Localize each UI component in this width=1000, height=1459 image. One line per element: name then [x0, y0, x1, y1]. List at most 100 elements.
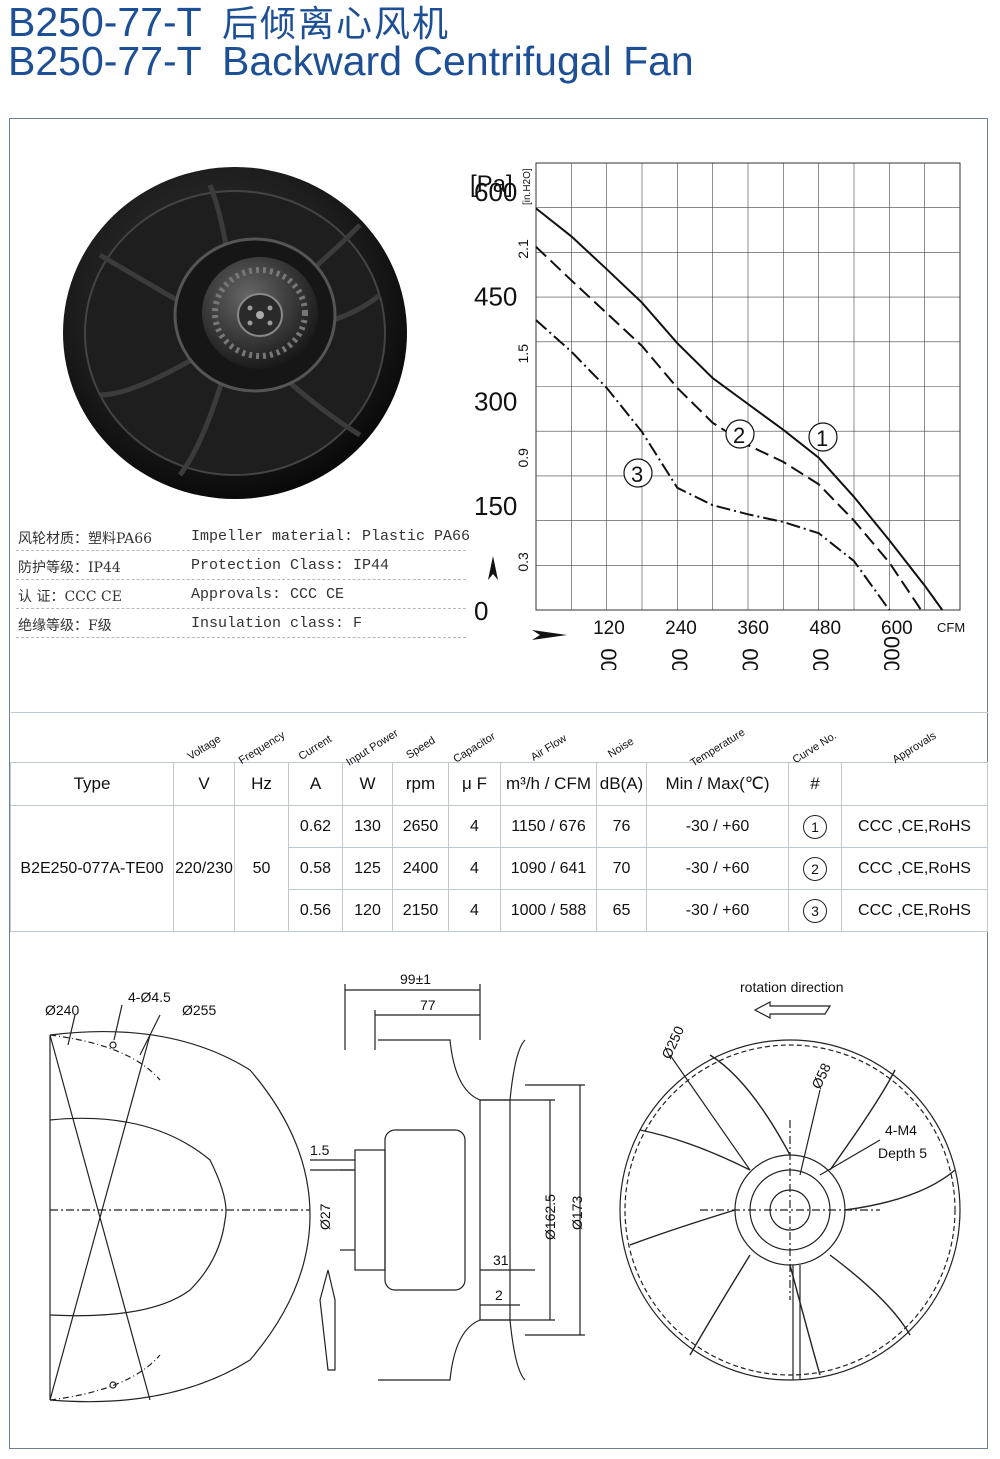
approvals-cell: CCC ,CE,RoHS — [841, 805, 988, 848]
technical-drawings: Ø240 4-Ø4.5 Ø255 99±1 77 1.5 Ø27 Ø162.5 … — [45, 971, 961, 1403]
y-tick-label: 150 — [474, 491, 517, 521]
flow-cell: 1090 / 641 — [500, 847, 597, 890]
y-tick-label: 0 — [474, 596, 488, 626]
speed-cell: 2650 — [392, 805, 449, 848]
header-temperature: Temperature — [646, 712, 789, 769]
dim-d27: Ø27 — [317, 1203, 333, 1230]
y2-axis-label: [in.H2O] — [522, 168, 533, 205]
y2-tick-label: 1.5 — [515, 344, 531, 364]
unit-frequency: Hz — [234, 762, 289, 806]
x-tick-m3h: 400 — [667, 648, 692, 670]
rotated-header-row: Voltage Frequency Current Input Power Sp… — [10, 712, 988, 769]
dim-m4: 4-M4 — [885, 1122, 917, 1138]
dim-depth: Depth 5 — [878, 1145, 927, 1161]
unit-air-flow: m³/h / CFM — [500, 762, 597, 806]
noise-cell: 70 — [596, 847, 647, 890]
dim-w99: 99±1 — [400, 971, 431, 987]
performance-chart: 6004503001500[Pa]2.11.50.90.3[in.H2O]120… — [470, 162, 965, 670]
unit-speed: rpm — [392, 762, 449, 806]
x-axis-arrow — [532, 630, 567, 640]
series-line-3 — [535, 319, 891, 611]
curve-cell: 2 — [788, 847, 842, 890]
temp-cell: -30 / +60 — [646, 889, 789, 932]
frequency-cell: 50 — [234, 805, 289, 932]
dim-t15: 1.5 — [310, 1142, 330, 1158]
x-tick-m3h: 1000 — [879, 636, 904, 670]
model-code-en: B250-77-T — [8, 38, 202, 84]
y-axis-label: [Pa] — [470, 171, 513, 198]
curve-label-3: 3 — [631, 462, 643, 487]
approvals-cell: CCC ,CE,RoHS — [841, 889, 988, 932]
front-view-drawing — [619, 1001, 961, 1381]
temp-cell: -30 / +60 — [646, 847, 789, 890]
model-code: B250-77-T — [8, 0, 202, 45]
curve-badge: 2 — [803, 856, 827, 881]
unit-temperature: Min / Max(℃) — [646, 762, 789, 806]
spec-row-approvals: 认 证：CCC CE Approvals: CCC CE — [16, 580, 466, 609]
header-spacer — [10, 712, 174, 763]
curve-label-2: 2 — [733, 423, 745, 448]
dim-w2: 2 — [495, 1287, 503, 1303]
noise-cell: 65 — [596, 889, 647, 932]
speed-cell: 2150 — [392, 889, 449, 932]
side-view-labels: 99±1 77 1.5 Ø27 Ø162.5 Ø173 31 2 — [310, 971, 585, 1303]
curve-label-circle — [725, 419, 755, 449]
spec-en: Insulation class: F — [191, 615, 363, 632]
table-row: B2E250-077A-TE00 220/230 50 0.62 130 265… — [10, 805, 988, 932]
header-air-flow: Air Flow — [500, 712, 597, 764]
curve-cell: 3 — [788, 889, 842, 932]
spec-table: Voltage Frequency Current Input Power Sp… — [10, 712, 988, 932]
curve-badge: 3 — [803, 898, 827, 923]
y-axis-arrow — [488, 556, 498, 580]
y2-tick-label: 0.3 — [515, 552, 531, 572]
spec-row-insulation: 绝缘等级：F级 Insulation class: F — [16, 609, 466, 638]
spec-row-protection: 防护等级：IP44 Protection Class: IP44 — [16, 551, 466, 580]
flange-drawing — [49, 1004, 311, 1403]
x-axis-cfm-label: CFM — [937, 620, 965, 635]
unit-approvals — [841, 762, 988, 806]
y2-tick-label: 0.9 — [515, 448, 531, 468]
unit-voltage: V — [173, 762, 235, 806]
chart-labels-group: 6004503001500[Pa]2.11.50.90.3[in.H2O]120… — [470, 168, 965, 670]
header-approvals: Approvals — [841, 712, 988, 766]
unit-type: Type — [10, 762, 174, 806]
dim-d240: Ø240 — [45, 1002, 79, 1018]
capacitor-cell: 4 — [448, 847, 501, 890]
curve-label-circle — [808, 422, 838, 452]
flow-cell: 1000 / 588 — [500, 889, 597, 932]
dim-d58: Ø58 — [808, 1060, 834, 1091]
flange-labels: Ø240 4-Ø4.5 Ø255 — [45, 989, 216, 1018]
unit-curve: # — [788, 762, 842, 806]
y-tick-label: 600 — [474, 177, 517, 207]
x-tick-cfm: 600 — [881, 618, 913, 639]
spec-en: Impeller material: Plastic PA66 — [191, 528, 471, 545]
capacitor-cell: 4 — [448, 805, 501, 848]
series-line-1 — [535, 207, 944, 611]
dim-w31: 31 — [493, 1252, 509, 1268]
temp-cell: -30 / +60 — [646, 805, 789, 848]
header-current: Current — [288, 712, 343, 763]
fan-product-photo — [63, 167, 407, 499]
y-tick-label: 450 — [474, 282, 517, 312]
approvals-cell: CCC ,CE,RoHS — [841, 847, 988, 890]
power-cell: 120 — [342, 889, 393, 932]
header-voltage: Voltage — [173, 712, 235, 763]
header-frequency: Frequency — [234, 712, 289, 767]
header-capacitor: Capacitor — [448, 712, 501, 766]
capacitor-cell: 4 — [448, 889, 501, 932]
title-en-text: Backward Centrifugal Fan — [222, 38, 694, 84]
type-cell: B2E250-077A-TE00 — [10, 805, 174, 932]
unit-capacitor: μ F — [448, 762, 501, 806]
spec-cn: 防护等级：IP44 — [18, 560, 121, 576]
header-input-power: Input Power — [342, 712, 400, 769]
power-cell: 130 — [342, 805, 393, 848]
title-en: B250-77-T Backward Centrifugal Fan — [8, 38, 694, 84]
y-tick-label: 300 — [474, 386, 517, 416]
spec-en: Approvals: CCC CE — [191, 586, 345, 603]
spec-cn: 认 证：CCC CE — [18, 589, 122, 605]
curve-label-circle — [623, 458, 653, 488]
curve-cell: 1 — [788, 805, 842, 848]
dim-w77: 77 — [420, 997, 436, 1013]
curve-label-1: 1 — [816, 426, 828, 451]
